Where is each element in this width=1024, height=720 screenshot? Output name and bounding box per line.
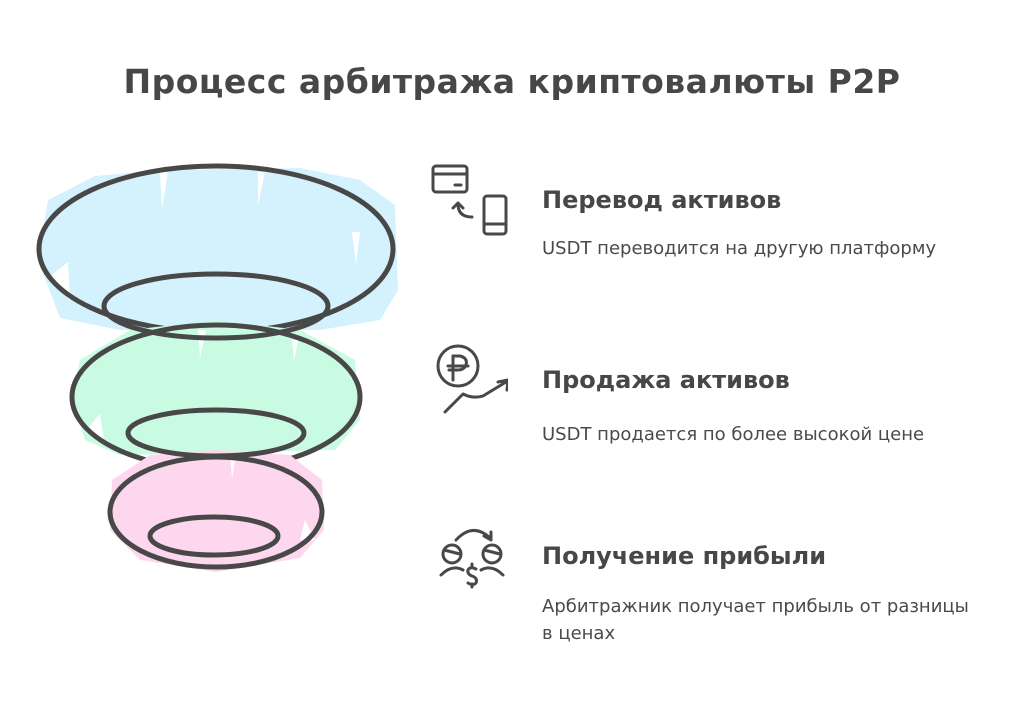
step-sell-assets: Продажа активов USDT продается по более …	[420, 344, 1000, 484]
step-description: USDT продается по более высокой цене	[542, 424, 925, 445]
ruble-growth-icon	[436, 344, 508, 414]
people-exchange-dollar-icon	[439, 529, 505, 589]
step-receive-profit: Получение прибыли Арбитражник получает п…	[420, 520, 1000, 660]
step-description: Арбитражник получает прибыль от разницы …	[542, 596, 969, 644]
step-title: Получение прибыли	[542, 542, 827, 570]
step-title: Перевод активов	[542, 186, 782, 214]
step-title: Продажа активов	[542, 366, 790, 394]
funnel-ring-top-inner	[101, 271, 331, 341]
funnel-ring-middle-inner	[125, 407, 307, 459]
funnel-graphic	[36, 163, 398, 572]
funnel-layer-middle	[69, 320, 363, 472]
step-description: USDT переводится на другую платформу	[542, 238, 937, 259]
funnel-ring-bottom-inner	[147, 514, 281, 558]
funnel-layer-top	[36, 163, 398, 335]
step-transfer-assets: Перевод активов USDT переводится на друг…	[420, 162, 1000, 302]
card-phone-transfer-icon	[431, 164, 508, 236]
diagram-title: Процесс арбитража криптовалюты P2P	[123, 62, 901, 101]
